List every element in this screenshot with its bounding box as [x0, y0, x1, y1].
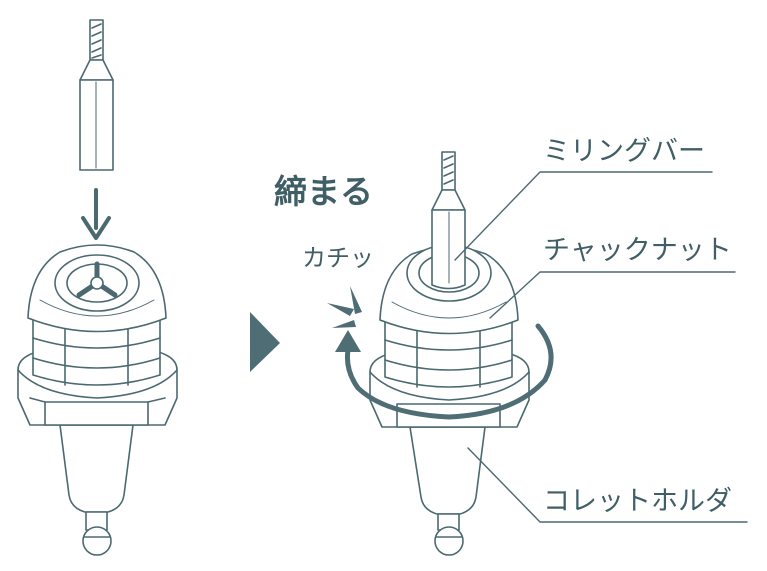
leader-lines: [454, 171, 748, 523]
rotation-arrow: [335, 323, 554, 420]
chuck-nut-label: チャックナット: [543, 235, 732, 266]
right-milling-bar: [431, 151, 466, 290]
left-chuck-nut: [27, 244, 167, 333]
left-collet-holder: [59, 424, 134, 556]
milling-bar-label: ミリングバー: [543, 136, 705, 167]
right-collet-holder: [409, 426, 486, 556]
action-label: 締まる: [274, 172, 373, 211]
next-step-arrow: [250, 312, 280, 372]
left-assembly: [17, 19, 178, 556]
left-milling-bar: [79, 19, 114, 171]
sound-label: カチッ: [302, 244, 374, 272]
left-thread-body: [32, 314, 161, 386]
collet-holder-label: コレットホルダ: [543, 486, 732, 517]
click-spark-icon: [327, 286, 362, 328]
insert-arrow: [81, 188, 111, 240]
right-assembly: [327, 151, 554, 556]
right-thread-body: [384, 317, 513, 388]
